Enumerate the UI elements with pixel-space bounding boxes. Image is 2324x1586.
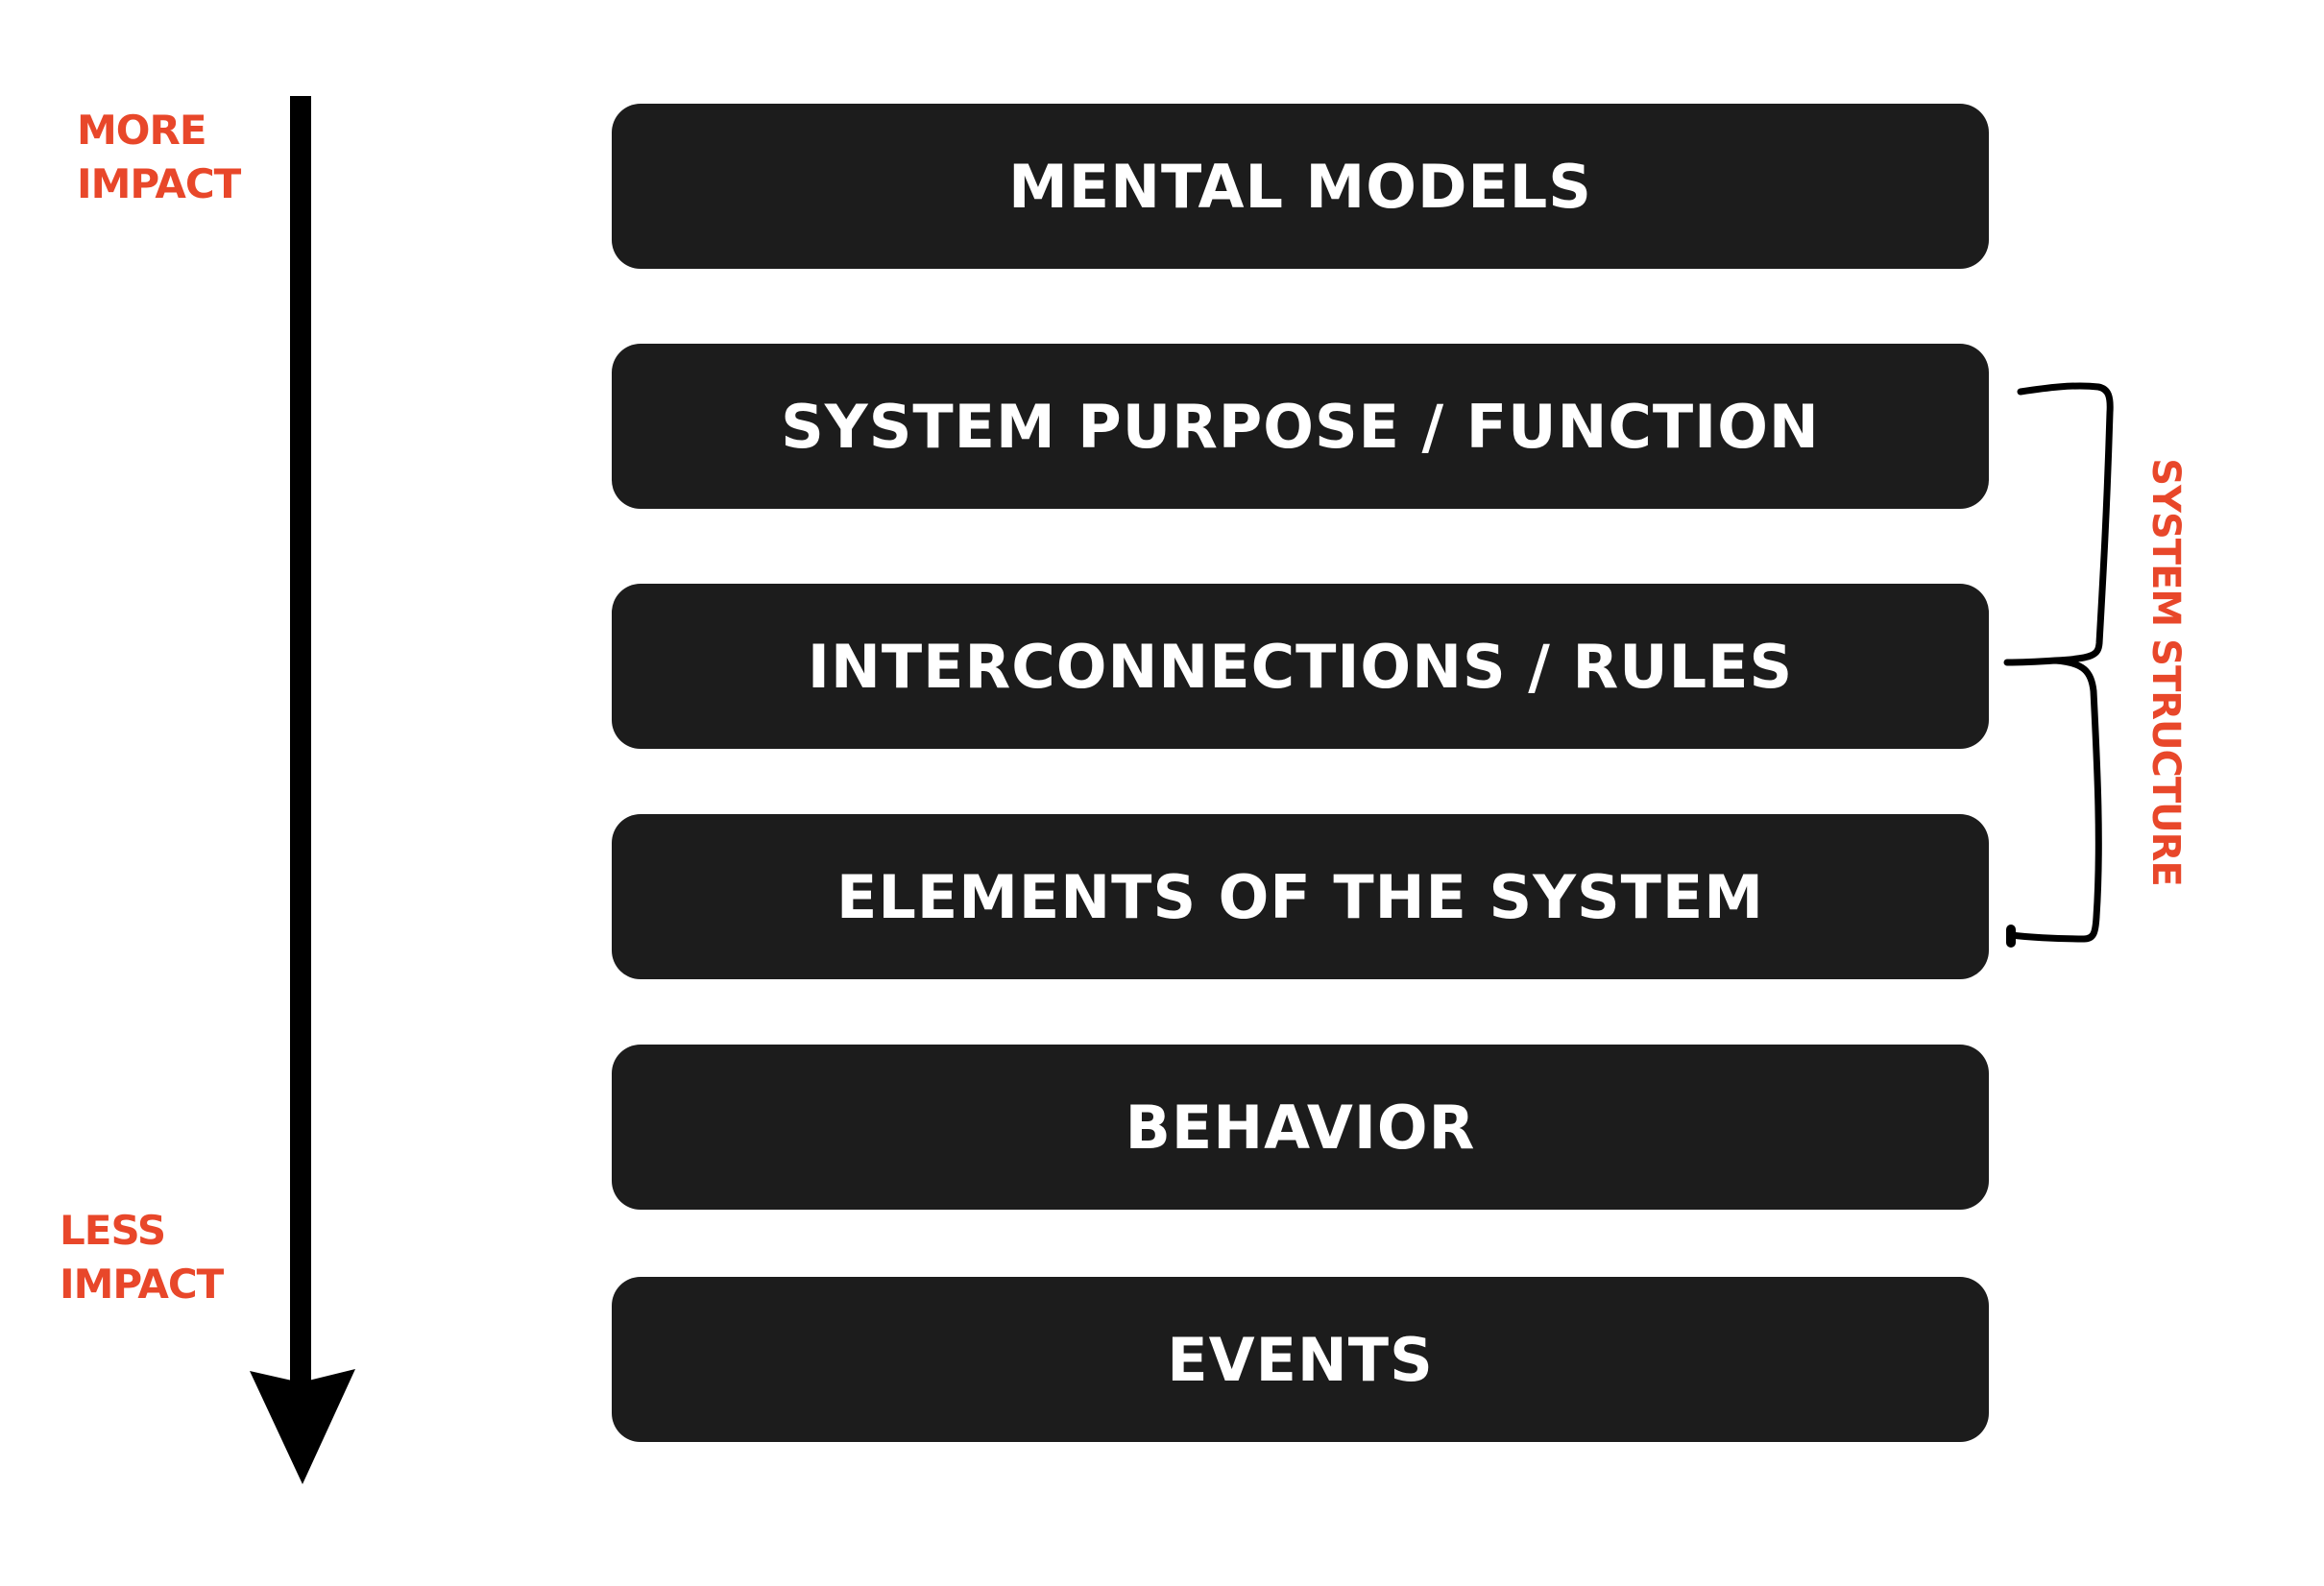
level-box-events: EVENTS: [612, 1277, 1989, 1442]
less-impact-line-2: IMPACT: [60, 1261, 224, 1308]
impact-arrow-shaft: [290, 96, 311, 1382]
less-impact-label: LESS IMPACT: [60, 1204, 224, 1311]
level-box-elements: ELEMENTS OF THE SYSTEM: [612, 814, 1989, 979]
more-impact-label: MORE IMPACT: [77, 104, 241, 211]
level-label: MENTAL MODELS: [1008, 151, 1592, 222]
level-label: EVENTS: [1167, 1324, 1434, 1395]
level-box-mental-models: MENTAL MODELS: [612, 104, 1989, 269]
level-box-interconnections: INTERCONNECTIONS / RULES: [612, 584, 1989, 749]
impact-arrow-head: [250, 1369, 355, 1484]
level-box-system-purpose: SYSTEM PURPOSE / FUNCTION: [612, 344, 1989, 509]
level-box-behavior: BEHAVIOR: [612, 1045, 1989, 1210]
structure-brace: [2003, 382, 2114, 943]
system-structure-label: SYSTEM STRUCTURE: [2143, 458, 2188, 886]
less-impact-line-1: LESS: [60, 1207, 166, 1254]
more-impact-line-2: IMPACT: [77, 160, 241, 207]
level-label: SYSTEM PURPOSE / FUNCTION: [781, 391, 1820, 462]
level-label: BEHAVIOR: [1125, 1092, 1476, 1163]
level-label: ELEMENTS OF THE SYSTEM: [836, 861, 1764, 932]
level-label: INTERCONNECTIONS / RULES: [807, 631, 1794, 702]
more-impact-line-1: MORE: [77, 107, 207, 154]
